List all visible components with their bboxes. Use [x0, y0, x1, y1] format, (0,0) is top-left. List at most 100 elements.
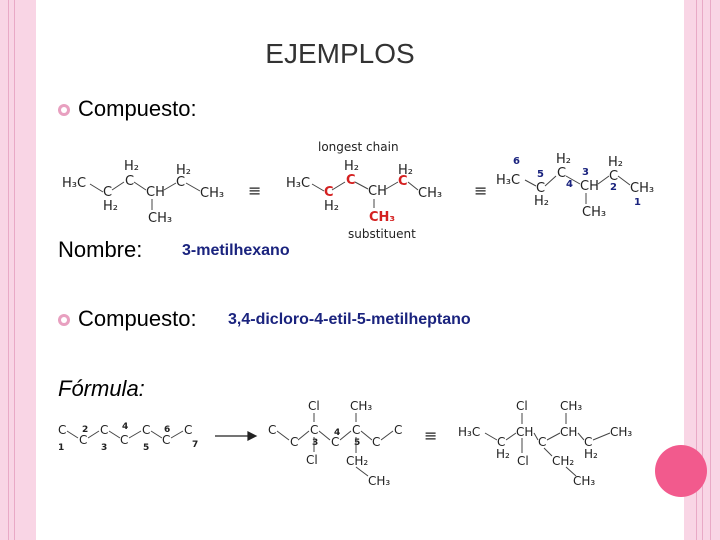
atom-ch3: CH₃	[418, 186, 442, 201]
substituent-label: substituent	[348, 227, 416, 241]
atom-c: C	[125, 174, 134, 189]
atom-h2: H₂	[176, 163, 191, 178]
atom-ch3: CH₃	[560, 399, 582, 413]
atom-cl: Cl	[517, 454, 529, 468]
atom-c-chain: C	[398, 174, 408, 189]
atom-c: C	[268, 423, 276, 437]
bullet-icon	[58, 314, 70, 326]
atom-ch: CH	[368, 184, 387, 199]
atom-ch3: CH₃	[610, 425, 632, 439]
equiv-symbol: ≡	[474, 181, 487, 200]
atom-h3c: H₃C	[286, 176, 310, 191]
atom-c: C	[120, 433, 128, 447]
atom-h2: H₂	[534, 194, 549, 209]
chain-number-4: 4	[334, 428, 340, 438]
left-deco-line	[14, 0, 15, 540]
atom-h2: H₂	[124, 159, 139, 174]
chain-number-1: 1	[58, 443, 64, 453]
atom-c: C	[184, 423, 192, 437]
atom-ch3: CH₃	[368, 474, 390, 488]
atom-c: C	[100, 423, 108, 437]
atom-ch: CH	[146, 185, 165, 200]
atom-ch3: CH₃	[200, 186, 224, 201]
atom-c: C	[142, 423, 150, 437]
chain-number-3: 3	[582, 167, 589, 178]
compuesto-value-2: 3,4-dicloro-4-etil-5-metilheptano	[228, 311, 471, 328]
atom-c: C	[162, 433, 170, 447]
slide-title: EJEMPLOS	[265, 38, 415, 69]
atom-c: C	[331, 435, 339, 449]
chain-number-2: 2	[610, 182, 617, 193]
compuesto-label-2: Compuesto:	[78, 306, 197, 331]
chain-number-4: 4	[122, 422, 128, 432]
atom-c: C	[290, 435, 298, 449]
chain-number-4: 4	[566, 179, 573, 190]
atom-ch3: CH₃	[350, 399, 372, 413]
nombre-label: Nombre:	[58, 237, 143, 262]
atom-h2: H₂	[398, 163, 413, 178]
left-decoration	[0, 0, 36, 540]
longest-chain-label: longest chain	[318, 140, 399, 154]
atom-h2: H₂	[344, 159, 359, 174]
atom-c-chain: C	[346, 173, 356, 188]
atom-ch3-substituent: CH₃	[369, 210, 395, 225]
chain-number-6: 6	[164, 425, 170, 435]
right-deco-line	[710, 0, 711, 540]
atom-h2: H₂	[103, 199, 118, 214]
chain-number-2: 2	[82, 425, 88, 435]
formula-label: Fórmula:	[58, 376, 145, 401]
bullet-icon	[58, 104, 70, 116]
atom-c: C	[557, 166, 566, 181]
atom-ch3: CH₃	[573, 474, 595, 488]
atom-ch2: CH₂	[346, 454, 368, 468]
atom-h2: H₂	[584, 447, 598, 461]
atom-cl: Cl	[306, 453, 318, 467]
chain-number-5: 5	[354, 438, 360, 448]
right-deco-line	[696, 0, 697, 540]
equiv-symbol: ≡	[424, 426, 437, 445]
atom-c: C	[176, 175, 185, 190]
chain-number-5: 5	[537, 169, 544, 180]
atom-ch: CH	[516, 425, 533, 439]
atom-ch3: CH₃	[582, 205, 606, 220]
atom-c: C	[310, 423, 318, 437]
atom-c: C	[103, 185, 112, 200]
chain-number-7: 7	[192, 440, 198, 450]
atom-ch: CH	[580, 179, 599, 194]
equiv-symbol: ≡	[248, 181, 261, 200]
right-deco-line	[702, 0, 703, 540]
atom-c: C	[497, 435, 505, 449]
atom-c: C	[58, 423, 66, 437]
chain-number-5: 5	[143, 443, 149, 453]
chain-number-6: 6	[513, 156, 520, 167]
atom-h3c: H₃C	[496, 173, 520, 188]
atom-c: C	[79, 433, 87, 447]
atom-c: C	[609, 169, 618, 184]
atom-c: C	[352, 423, 360, 437]
atom-c-chain: C	[324, 185, 334, 200]
chain-number-1: 1	[634, 197, 641, 208]
atom-c: C	[372, 435, 380, 449]
atom-cl: Cl	[308, 399, 320, 413]
left-deco-line	[8, 0, 9, 540]
atom-h2: H₂	[556, 152, 571, 167]
decorative-circle	[655, 445, 707, 497]
atom-ch2: CH₂	[552, 454, 574, 468]
atom-c: C	[538, 435, 546, 449]
nombre-value: 3-metilhexano	[182, 242, 290, 259]
atom-h2: H₂	[608, 155, 623, 170]
atom-h2: H₂	[324, 199, 339, 214]
atom-ch3: CH₃	[148, 211, 172, 226]
atom-h2: H₂	[496, 447, 510, 461]
chain-number-3: 3	[101, 443, 107, 453]
atom-h3c: H₃C	[62, 176, 86, 191]
compuesto-label-1: Compuesto:	[78, 96, 197, 121]
atom-c: C	[584, 435, 592, 449]
atom-ch3: CH₃	[630, 181, 654, 196]
atom-cl: Cl	[516, 399, 528, 413]
atom-c: C	[394, 423, 402, 437]
atom-ch: CH	[560, 425, 577, 439]
atom-h3c: H₃C	[458, 425, 480, 439]
